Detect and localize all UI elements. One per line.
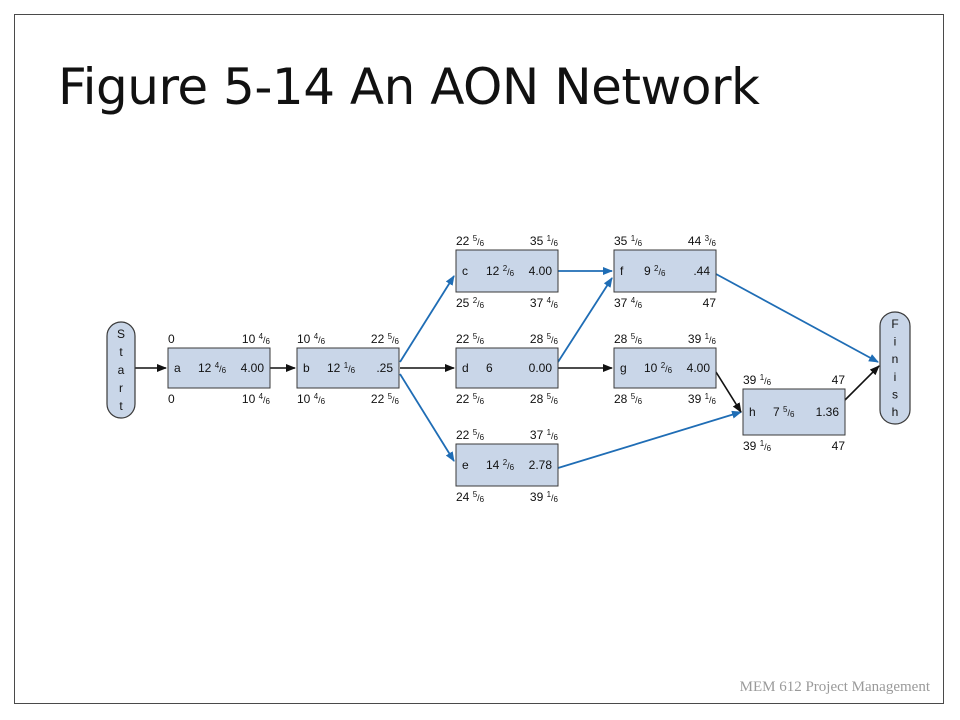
node-late-finish: 47 — [703, 296, 717, 310]
node-early-finish: 28 5/6 — [530, 332, 559, 346]
node-box — [455, 249, 559, 293]
node-early-finish: 10 4/6 — [242, 332, 271, 346]
slide-title: Figure 5-14 An AON Network — [58, 58, 760, 116]
arrow-b-c — [399, 275, 455, 363]
start-node-letter: t — [119, 345, 123, 359]
node-late-finish: 10 4/6 — [242, 392, 271, 406]
node-id: c — [462, 264, 468, 278]
node-expected-time: 12 4/6 — [198, 361, 227, 375]
node-id: g — [620, 361, 627, 375]
node-id: d — [462, 361, 469, 375]
node-id: e — [462, 458, 469, 472]
node-expected-time: 7 5/6 — [773, 405, 795, 419]
node-early-finish: 39 1/6 — [688, 332, 717, 346]
node-late-start: 10 4/6 — [297, 392, 326, 406]
node-variance: .44 — [693, 264, 710, 278]
node-id: b — [303, 361, 310, 375]
node-early-start: 0 — [168, 332, 175, 346]
node-late-finish: 28 5/6 — [530, 392, 559, 406]
node-early-start: 22 5/6 — [456, 332, 485, 346]
node-late-finish: 39 1/6 — [688, 392, 717, 406]
node-variance: .25 — [376, 361, 393, 375]
node-early-finish: 44 3/6 — [688, 234, 717, 248]
node-early-start: 35 1/6 — [614, 234, 643, 248]
finish-node-letter: i — [894, 370, 897, 384]
finish-node-shape — [879, 311, 911, 425]
node-early-start: 22 5/6 — [456, 428, 485, 442]
node-box — [296, 347, 400, 389]
start-node-letter: r — [119, 381, 123, 395]
node-box — [613, 249, 717, 293]
node-expected-time: 9 2/6 — [644, 264, 666, 278]
node-late-finish: 39 1/6 — [530, 490, 559, 504]
node-early-start: 10 4/6 — [297, 332, 326, 346]
node-expected-time: 12 2/6 — [486, 264, 515, 278]
activity-node-a: a 12 4/6 4.00 0 10 4/6 0 10 4/6 — [167, 332, 271, 406]
node-box — [455, 347, 559, 389]
activity-node-e: e 14 2/6 2.78 22 5/6 37 1/6 24 5/6 39 1/6 — [455, 428, 559, 504]
activity-node-g: g 10 2/6 4.00 28 5/6 39 1/6 28 5/6 39 1/6 — [613, 332, 717, 406]
arrow-b-e — [399, 373, 455, 462]
node-late-finish: 37 4/6 — [530, 296, 559, 310]
activity-node-h: h 7 5/6 1.36 39 1/6 47 39 1/6 47 — [742, 373, 846, 453]
start-node-letter: S — [117, 327, 125, 341]
node-late-start: 39 1/6 — [743, 439, 772, 453]
finish-node-letter: s — [892, 387, 898, 401]
activity-node-b: b 12 1/6 .25 10 4/6 22 5/6 10 4/6 22 5/6 — [296, 332, 400, 406]
finish-node-letter: i — [894, 335, 897, 349]
arrow-g-h — [715, 371, 742, 413]
node-expected-time: 10 2/6 — [644, 361, 673, 375]
node-early-finish: 35 1/6 — [530, 234, 559, 248]
node-variance: 4.00 — [241, 361, 265, 375]
node-variance: 1.36 — [816, 405, 840, 419]
finish-node-letter: n — [892, 352, 899, 366]
node-early-start: 28 5/6 — [614, 332, 643, 346]
node-expected-time: 14 2/6 — [486, 458, 515, 472]
start-node-letter: t — [119, 399, 123, 413]
start-node-shape — [106, 321, 136, 419]
node-box — [742, 388, 846, 436]
node-id: a — [174, 361, 181, 375]
node-early-start: 22 5/6 — [456, 234, 485, 248]
node-variance: 4.00 — [687, 361, 711, 375]
node-early-finish: 22 5/6 — [371, 332, 400, 346]
activity-node-f: f 9 2/6 .44 35 1/6 44 3/6 37 4/6 47 — [613, 234, 717, 310]
slide-footer: MEM 612 Project Management — [739, 679, 930, 695]
node-variance: 2.78 — [529, 458, 553, 472]
node-early-start: 39 1/6 — [743, 373, 772, 387]
node-box — [613, 347, 717, 389]
arrow-d-f — [557, 277, 613, 363]
node-id: h — [749, 405, 756, 419]
node-variance: 4.00 — [529, 264, 553, 278]
start-node-letter: a — [118, 363, 125, 377]
node-variance: 0.00 — [529, 361, 553, 375]
node-late-start: 25 2/6 — [456, 296, 485, 310]
slide-frame — [14, 14, 944, 704]
activity-node-c: c 12 2/6 4.00 22 5/6 35 1/6 25 2/6 37 4/6 — [455, 234, 559, 310]
finish-node-letter: h — [892, 405, 899, 419]
node-late-start: 22 5/6 — [456, 392, 485, 406]
node-late-start: 37 4/6 — [614, 296, 643, 310]
node-id: f — [620, 264, 624, 278]
node-expected-time: 12 1/6 — [327, 361, 356, 375]
node-late-start: 0 — [168, 392, 175, 406]
node-late-finish: 47 — [832, 439, 846, 453]
node-box — [455, 443, 559, 487]
arrow-e-h — [557, 410, 742, 469]
node-late-start: 28 5/6 — [614, 392, 643, 406]
node-late-start: 24 5/6 — [456, 490, 485, 504]
node-expected-time: 6 — [486, 361, 493, 375]
activity-node-d: d 6 0.00 22 5/6 28 5/6 22 5/6 28 5/6 — [455, 332, 559, 406]
node-box — [167, 347, 271, 389]
arrow-f-finish — [715, 273, 879, 363]
node-early-finish: 47 — [832, 373, 846, 387]
node-early-finish: 37 1/6 — [530, 428, 559, 442]
finish-node-letter: F — [891, 317, 898, 331]
arrow-h-finish — [844, 365, 880, 401]
node-late-finish: 22 5/6 — [371, 392, 400, 406]
